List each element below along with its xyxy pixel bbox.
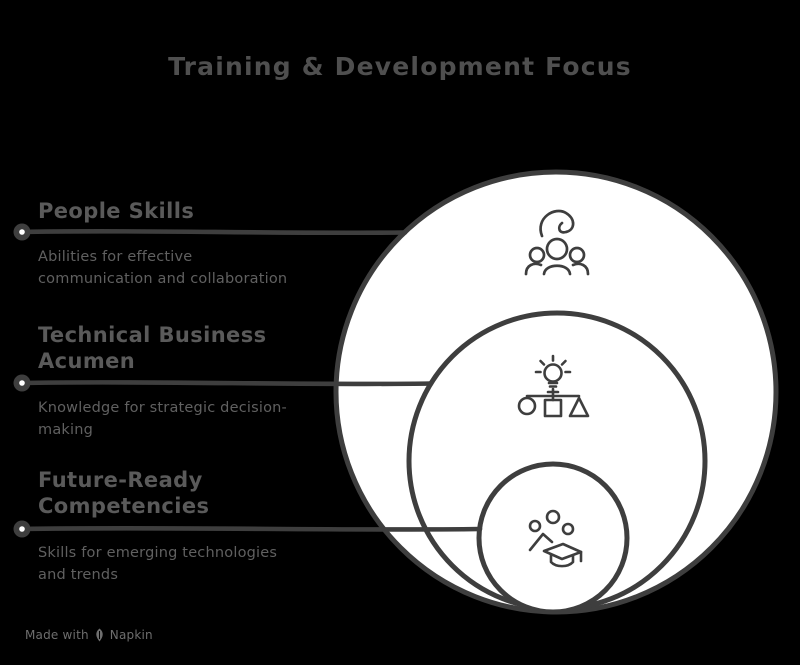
label-heading-technical-acumen: Technical Business Acumen xyxy=(38,323,267,373)
spark-dot-right xyxy=(561,522,575,536)
label-heading-future-ready: Future-Ready Competencies xyxy=(38,468,210,518)
bullet-inner xyxy=(19,229,25,235)
connector-bullets xyxy=(13,223,31,538)
bulb-base xyxy=(547,381,559,388)
label-desc-future-ready: Skills for emerging technologies and tre… xyxy=(38,545,278,583)
chevron xyxy=(528,532,554,552)
label-heading-people-skills: People Skills xyxy=(38,199,195,223)
bulb-rays xyxy=(534,354,572,374)
center-shoulders xyxy=(542,264,572,276)
idea-decision-shapes-icon xyxy=(517,354,590,418)
bullet-technical-acumen xyxy=(13,374,31,392)
team-collaboration-icon xyxy=(524,209,590,276)
shape-triangle xyxy=(568,396,590,418)
spark-dot-top xyxy=(545,509,561,525)
connector-people-skills xyxy=(19,228,408,236)
bullet-inner xyxy=(19,380,25,386)
center-head xyxy=(545,237,569,261)
connector-future-ready xyxy=(19,525,483,532)
inner-circle-future-ready xyxy=(476,461,630,615)
footer-credit: Made with Napkin xyxy=(25,628,153,642)
connector-lines xyxy=(19,228,483,532)
left-shoulders xyxy=(524,262,543,276)
cap-base xyxy=(549,553,575,568)
bullet-future-ready xyxy=(13,520,31,538)
napkin-logo-icon xyxy=(96,628,103,642)
bullet-people-skills xyxy=(13,223,31,241)
page-title: Training & Development Focus xyxy=(168,52,632,81)
label-desc-people-skills: Abilities for effective communication an… xyxy=(38,249,288,287)
bulb xyxy=(543,363,563,383)
right-shoulders xyxy=(571,262,590,276)
right-head xyxy=(568,246,586,264)
footer-brand: Napkin xyxy=(109,628,153,642)
graduation-learning-icon xyxy=(528,509,583,568)
gesture-swirl xyxy=(539,209,575,238)
shape-square xyxy=(543,398,563,418)
bullet-inner xyxy=(19,526,25,532)
spark-dot-left xyxy=(528,519,542,533)
shape-circle xyxy=(517,396,537,416)
left-head xyxy=(528,246,546,264)
label-desc-technical-acumen: Knowledge for strategic decision-making xyxy=(38,400,287,438)
connector-technical-acumen xyxy=(19,379,434,387)
footer-prefix: Made with xyxy=(25,628,89,642)
